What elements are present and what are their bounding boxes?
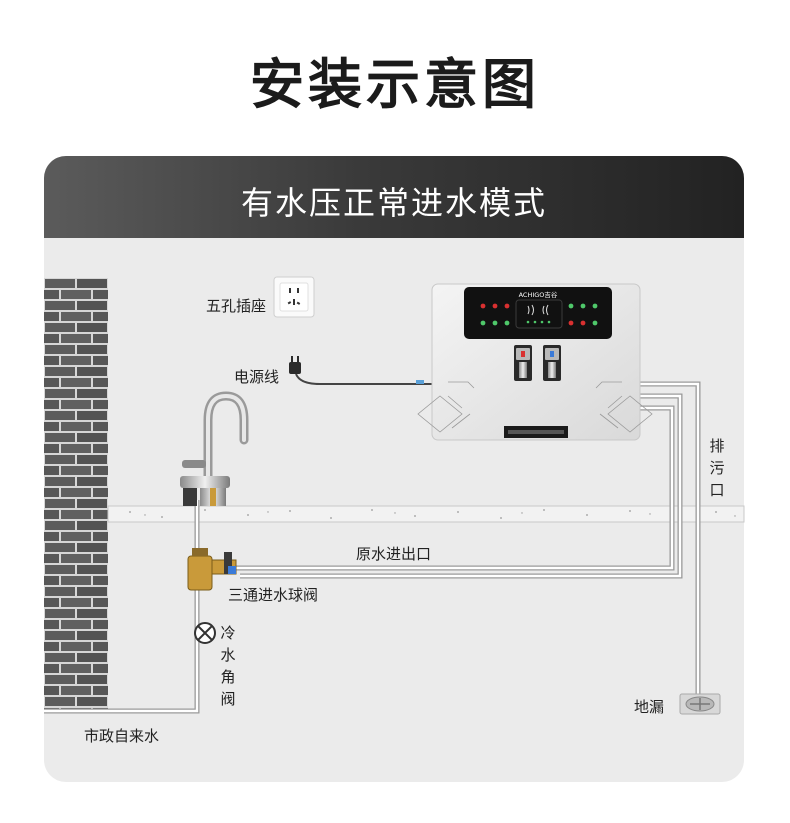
water-dispenser: ACHIGO吉谷 — [418, 284, 652, 440]
city-water-label: 市政自来水 — [84, 725, 159, 746]
angle-valve — [195, 623, 215, 643]
raw-water-io-label: 原水进出口 — [356, 543, 431, 564]
brick-wall — [44, 278, 108, 710]
power-cord — [289, 356, 436, 384]
kitchen-faucet — [180, 396, 244, 506]
device-brand: ACHIGO吉谷 — [519, 290, 558, 299]
three-way-valve-label: 三通进水球阀 — [228, 584, 318, 605]
five-hole-socket — [274, 277, 314, 317]
drain-outlet-label: 排污口 — [708, 435, 726, 501]
power-cord-label: 电源线 — [234, 366, 279, 387]
socket-label: 五孔插座 — [206, 295, 266, 316]
countertop — [108, 506, 744, 522]
floor-drain — [680, 694, 720, 714]
floor-drain-label: 地漏 — [634, 696, 664, 717]
angle-valve-label: 冷水角阀 — [219, 622, 237, 710]
